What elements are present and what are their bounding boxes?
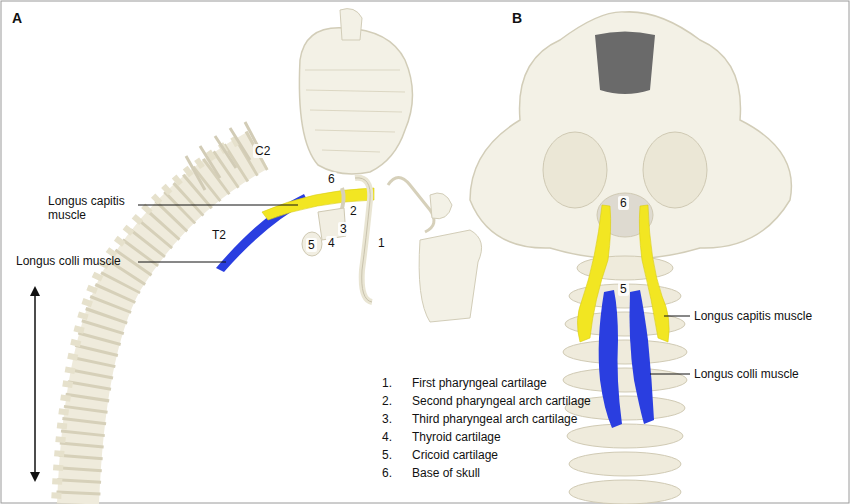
key-text: First pharyngeal cartilage: [412, 376, 547, 390]
callout-number: 6: [326, 172, 337, 186]
key-text: Third pharyngeal arch cartilage: [412, 412, 577, 426]
callout-number: 6: [618, 196, 629, 210]
muscle-label: Longus capitis muscle: [694, 309, 812, 323]
callout-number: 3: [338, 222, 349, 236]
key-number: 4.: [382, 430, 392, 444]
muscle-label: Longus colli muscle: [16, 254, 121, 268]
callout-number: 5: [618, 282, 629, 296]
vertebra-label: C2: [253, 144, 272, 158]
key-text: Thyroid cartilage: [412, 430, 501, 444]
panel-letter: A: [12, 10, 22, 27]
callout-number: 1: [376, 236, 387, 250]
callout-number: 5: [306, 238, 317, 252]
key-number: 3.: [382, 412, 392, 426]
key-number: 1.: [382, 376, 392, 390]
key-number: 5.: [382, 448, 392, 462]
key-number: 6.: [382, 466, 392, 480]
key-number: 2.: [382, 394, 392, 408]
callout-number: 2: [348, 204, 359, 218]
muscle-label: Longus capitis muscle: [48, 194, 134, 223]
panel-letter: B: [512, 10, 522, 27]
key-text: Cricoid cartilage: [412, 448, 498, 462]
callout-number: 4: [326, 236, 337, 250]
vertebra-label: T2: [210, 228, 228, 242]
key-text: Base of skull: [412, 466, 480, 480]
key-text: Second pharyngeal arch cartilage: [412, 394, 591, 408]
muscle-label: Longus colli muscle: [694, 367, 799, 381]
